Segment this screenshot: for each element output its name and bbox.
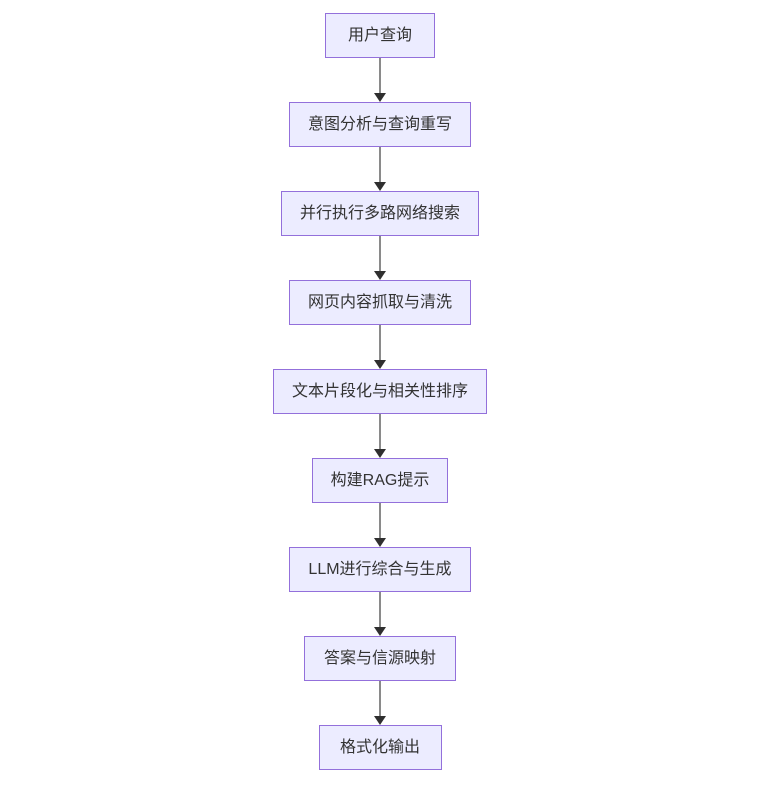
arrowhead-down-icon	[374, 93, 386, 102]
arrowhead-down-icon	[374, 360, 386, 369]
node-label: 并行执行多路网络搜索	[299, 204, 460, 222]
arrowhead-down-icon	[374, 449, 386, 458]
arrow-line	[379, 414, 381, 449]
arrowhead-down-icon	[374, 627, 386, 636]
down-arrow-connector	[374, 325, 386, 369]
arrowhead-down-icon	[374, 538, 386, 547]
arrow-line	[379, 58, 381, 93]
arrowhead-down-icon	[374, 716, 386, 725]
node-label: 意图分析与查询重写	[307, 115, 452, 133]
flow-node-chunk-ranking: 文本片段化与相关性排序	[272, 369, 487, 414]
node-label: 用户查询	[347, 26, 412, 44]
node-label: 文本片段化与相关性排序	[291, 382, 468, 400]
node-label: 构建RAG提示	[330, 471, 430, 489]
down-arrow-connector	[374, 681, 386, 725]
node-label: 网页内容抓取与清洗	[307, 293, 452, 311]
node-label: LLM进行综合与生成	[308, 560, 452, 578]
down-arrow-connector	[374, 592, 386, 636]
arrow-line	[379, 236, 381, 271]
flow-node-parallel-search: 并行执行多路网络搜索	[280, 191, 479, 236]
flow-node-format-output: 格式化输出	[318, 725, 442, 770]
arrow-line	[379, 681, 381, 716]
down-arrow-connector	[374, 414, 386, 458]
arrow-line	[379, 503, 381, 538]
arrow-line	[379, 592, 381, 627]
flow-node-build-rag-prompt: 构建RAG提示	[311, 458, 449, 503]
flow-node-content-scraping: 网页内容抓取与清洗	[288, 280, 471, 325]
arrow-line	[379, 325, 381, 360]
arrow-line	[379, 147, 381, 182]
down-arrow-connector	[374, 236, 386, 280]
flow-node-user-query: 用户查询	[325, 13, 435, 58]
down-arrow-connector	[374, 147, 386, 191]
down-arrow-connector	[374, 58, 386, 102]
node-label: 答案与信源映射	[323, 649, 436, 667]
arrowhead-down-icon	[374, 182, 386, 191]
node-label: 格式化输出	[339, 738, 420, 756]
flow-node-llm-generation: LLM进行综合与生成	[289, 547, 471, 592]
flow-node-answer-mapping: 答案与信源映射	[304, 636, 456, 681]
down-arrow-connector	[374, 503, 386, 547]
flow-node-intent-analysis: 意图分析与查询重写	[288, 102, 471, 147]
arrowhead-down-icon	[374, 271, 386, 280]
